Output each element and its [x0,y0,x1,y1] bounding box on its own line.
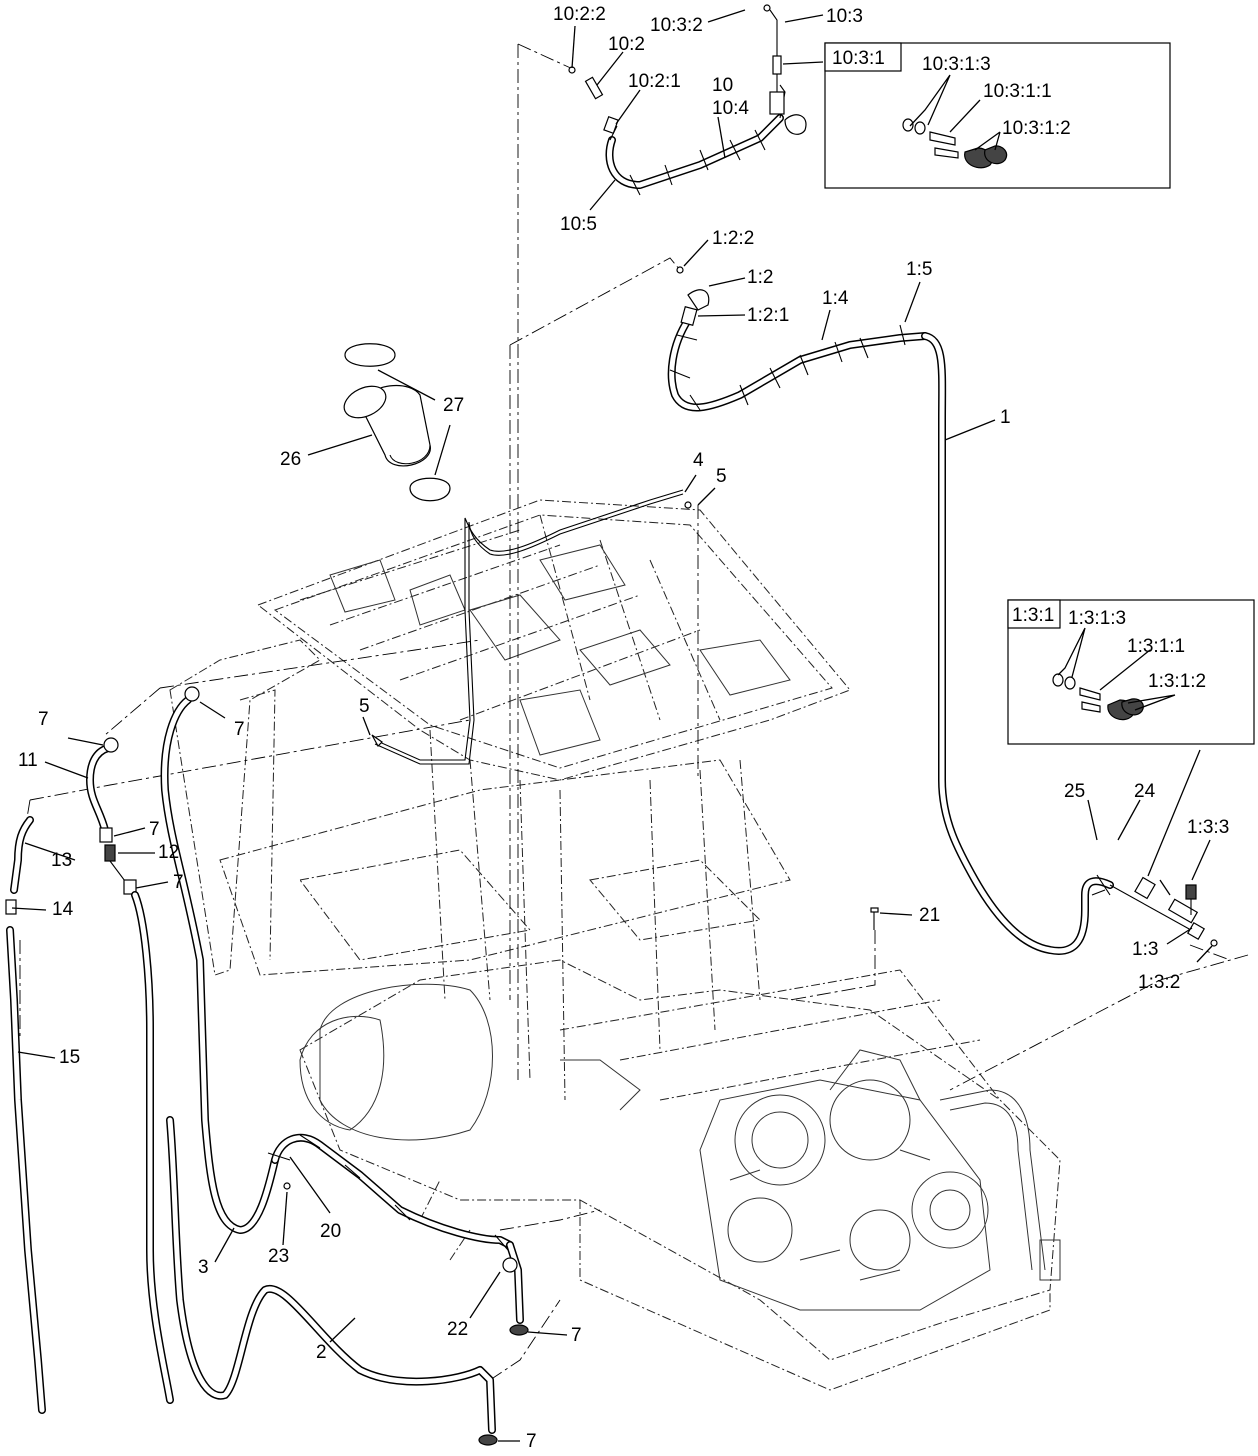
label-7-c: 7 [149,819,160,840]
label-1-2-1: 1:2:1 [747,305,789,326]
hose-10-4 [568,4,807,196]
label-1-3-1-2: 1:3:1:2 [1148,671,1206,692]
label-24: 24 [1134,781,1156,802]
label-10-4: 10:4 [712,98,749,119]
label-7-a: 7 [38,709,49,730]
screw-21-icon [870,907,879,930]
label-1-3-1-3: 1:3:1:3 [1068,608,1126,629]
hose-4 [374,489,692,765]
hose-26-icon [343,343,451,502]
label-10-3-1-1: 10:3:1:1 [983,81,1052,102]
label-1-2: 1:2 [747,267,773,288]
vehicle-frame [169,499,1061,1391]
label-2: 2 [316,1342,327,1363]
label-5-lower: 5 [359,696,370,717]
label-26: 26 [280,449,301,470]
label-21: 21 [919,905,940,926]
hose-1-4 [667,266,929,412]
hose-1 [921,332,1114,955]
label-10-2-2: 10:2:2 [553,4,606,25]
engine-assembly [699,1049,991,1311]
label-3: 3 [198,1257,209,1278]
label-1-2-2: 1:2:2 [712,228,754,249]
label-20: 20 [320,1221,341,1242]
label-10-3-1-3: 10:3:1:3 [922,54,991,75]
label-4: 4 [693,450,704,471]
label-7-b: 7 [234,719,245,740]
label-13: 13 [51,850,72,871]
leader-lines [11,9,1213,1442]
label-14: 14 [52,899,74,920]
hose-3 [160,686,279,1234]
detail-box-10-3-1: 10:3:1 [824,42,1171,189]
label-1-3-3: 1:3:3 [1187,817,1229,838]
label-27: 27 [443,395,464,416]
label-12: 12 [158,842,179,863]
label-23: 23 [268,1246,289,1267]
hose-2 [166,1116,529,1446]
label-1: 1 [1000,407,1011,428]
label-10-2: 10:2 [608,34,645,55]
label-22: 22 [447,1319,468,1340]
connector-1-3 [1091,874,1218,947]
label-11: 11 [18,750,38,771]
clamp-5-icon [371,734,383,747]
label-25: 25 [1064,781,1085,802]
label-15: 15 [59,1047,80,1068]
detail-box-1-3-1: 1:3:1 [1007,599,1255,745]
label-7-d: 7 [173,872,184,893]
label-10-3: 10:3 [826,6,863,27]
phantom-lines [19,43,1249,1381]
label-1-5: 1:5 [906,259,932,280]
detail-title-1-3-1: 1:3:1 [1012,605,1054,626]
label-10-5: 10:5 [560,214,597,235]
label-1-3-1-1: 1:3:1:1 [1127,636,1185,657]
label-1-4: 1:4 [822,288,849,309]
label-10-2-1: 10:2:1 [628,71,681,92]
label-5-upper: 5 [716,466,727,487]
label-1-3-2: 1:3:2 [1138,972,1180,993]
label-7-f: 7 [526,1431,537,1452]
label-1-3: 1:3 [1132,939,1158,960]
label-10-3-2: 10:3:2 [650,15,703,36]
callout-labels: 10:2:2 10:2 10:2:1 10:3:2 10:3 10 10:4 1… [18,4,1229,1452]
detail-title-10-3-1: 10:3:1 [832,48,885,69]
label-10-3-1-2: 10:3:1:2 [1002,118,1071,139]
label-10: 10 [712,75,733,96]
hose-11-13-15 [5,737,174,1414]
label-7-e: 7 [571,1325,582,1346]
